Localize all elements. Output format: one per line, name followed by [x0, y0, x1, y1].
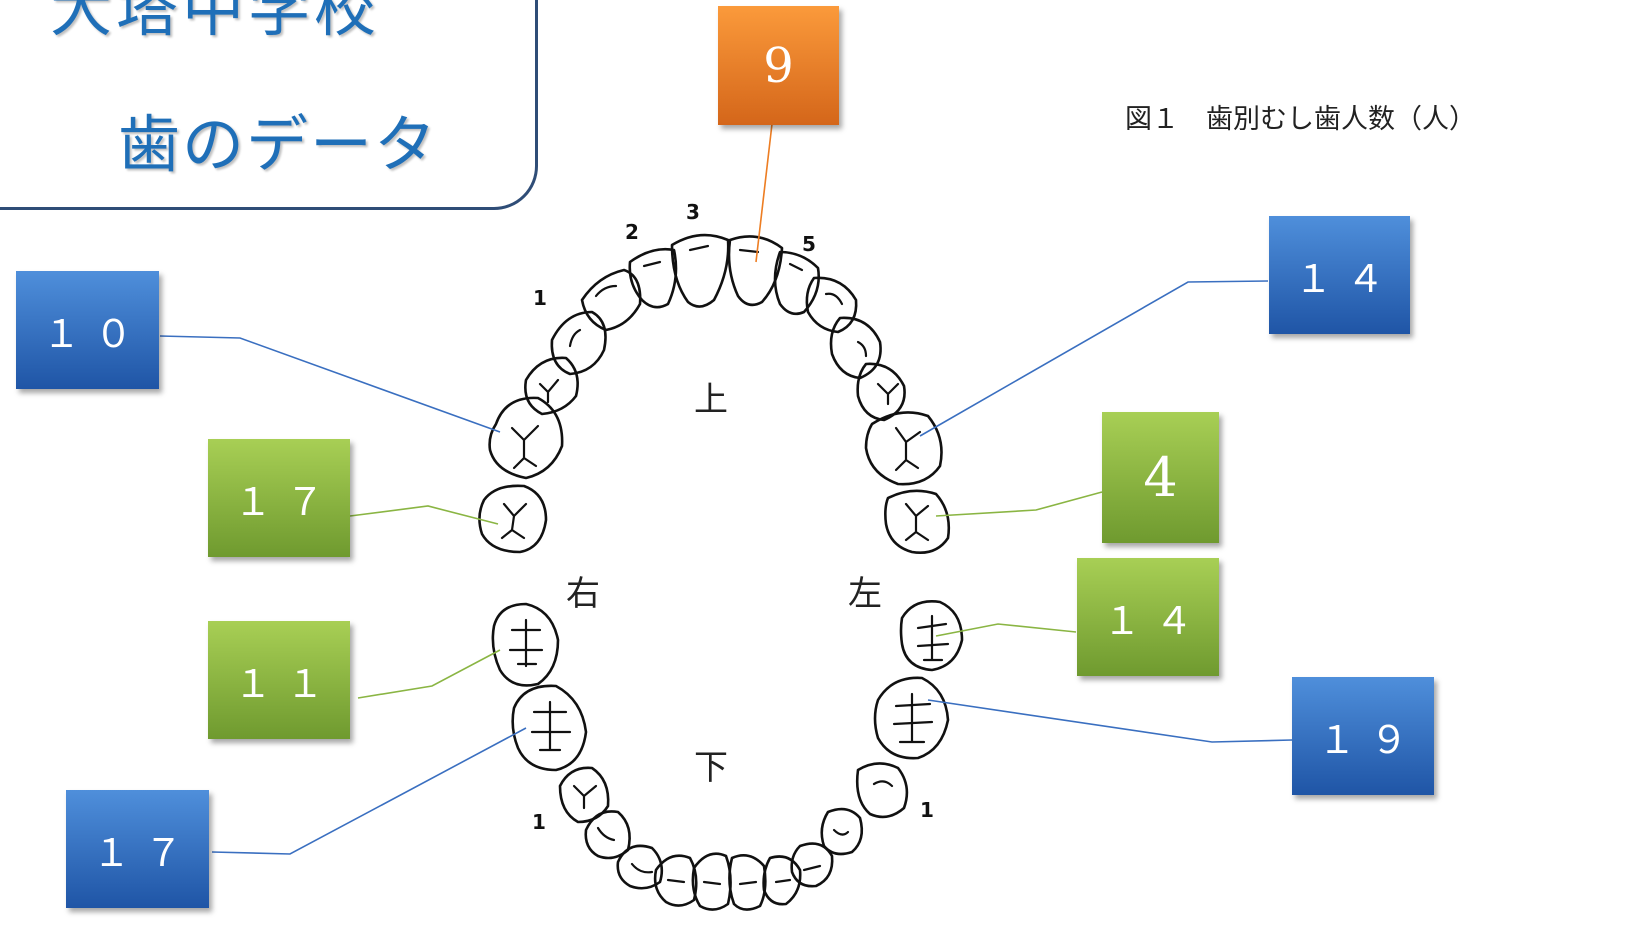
callout-lower-right-molar-2: １１	[208, 621, 350, 739]
tooth-lower-pm2-right	[558, 766, 610, 824]
tooth-upper-m1-right	[488, 396, 564, 480]
callout-upper-left-molar-1: １４	[1269, 216, 1410, 334]
lower-jaw-label: 下	[694, 748, 728, 788]
tooth-lower-m1-left	[873, 676, 950, 760]
callout-upper-right-molar-2: １７	[208, 439, 350, 557]
leader-upper-front	[755, 123, 773, 263]
right-side-label: 右	[566, 574, 600, 614]
tooth-lower-m1-right	[511, 684, 588, 772]
leader-lower-left-blue	[927, 699, 1293, 743]
callout-upper-front: 9	[718, 6, 839, 125]
tooth-upper-m1-left	[864, 411, 943, 486]
tooth-lower-pm1-left	[820, 807, 864, 856]
leader-lower-left-green	[935, 623, 1077, 637]
tooth-upper-pm2-right	[524, 356, 579, 416]
tooth-lower-m2-left	[899, 600, 964, 672]
tooth-number-1-lower-left: 1	[920, 798, 934, 822]
left-side-label: 左	[848, 574, 882, 614]
tooth-upper-m2-right	[478, 484, 548, 554]
tooth-number-1-upper: 1	[533, 286, 547, 310]
tooth-lower-canine-left	[790, 842, 834, 888]
tooth-upper-canine-left	[805, 276, 858, 334]
callout-upper-right-molar-1: １０	[16, 271, 159, 389]
tooth-number-3: 3	[686, 200, 700, 224]
tooth-upper-lateral-right	[628, 247, 678, 309]
tooth-upper-m2-left	[884, 489, 951, 554]
teeth-data-title: 歯のデータ	[118, 108, 439, 181]
callout-upper-left-molar-2: 4	[1102, 412, 1219, 543]
tooth-lower-m2-right	[491, 602, 560, 687]
title-frame	[0, 0, 538, 210]
callout-lower-right-molar-1: １７	[66, 790, 209, 908]
tooth-lower-lateral-right	[653, 854, 698, 907]
leader-upper-left-blue	[919, 280, 1269, 437]
tooth-upper-pm1-left	[829, 316, 882, 380]
tooth-lower-central-left	[728, 854, 767, 911]
tooth-lower-lateral-left	[762, 855, 802, 906]
tooth-upper-lateral-left	[773, 250, 820, 316]
school-name-title: 大塔中学校	[50, 0, 381, 45]
tooth-number-1-lower-right: 1	[532, 810, 546, 834]
upper-jaw-label: 上	[694, 380, 728, 420]
tooth-upper-pm2-left	[856, 362, 906, 422]
tooth-lower-pm1-right	[584, 810, 631, 860]
callout-lower-left-molar-2: １４	[1077, 558, 1219, 676]
leader-upper-left-green	[935, 491, 1103, 517]
tooth-upper-canine-right	[580, 268, 642, 332]
tooth-upper-pm1-right	[550, 310, 607, 376]
tooth-lower-central-right	[691, 852, 732, 911]
tooth-number-5: 5	[802, 232, 816, 256]
tooth-lower-pm2-left	[855, 762, 909, 819]
leader-upper-right-blue	[159, 335, 501, 433]
tooth-upper-central-left	[727, 235, 784, 307]
callout-lower-left-molar-1: １９	[1292, 677, 1434, 795]
leader-lower-right-green	[357, 649, 501, 699]
figure-caption: 図１ 歯別むし歯人数（人）	[1125, 104, 1476, 135]
tooth-number-2: 2	[625, 220, 639, 244]
tooth-upper-central-right	[670, 233, 730, 308]
leader-lower-right-blue	[211, 727, 527, 855]
leader-upper-right-green	[349, 505, 499, 525]
tooth-lower-canine-right	[616, 844, 664, 890]
